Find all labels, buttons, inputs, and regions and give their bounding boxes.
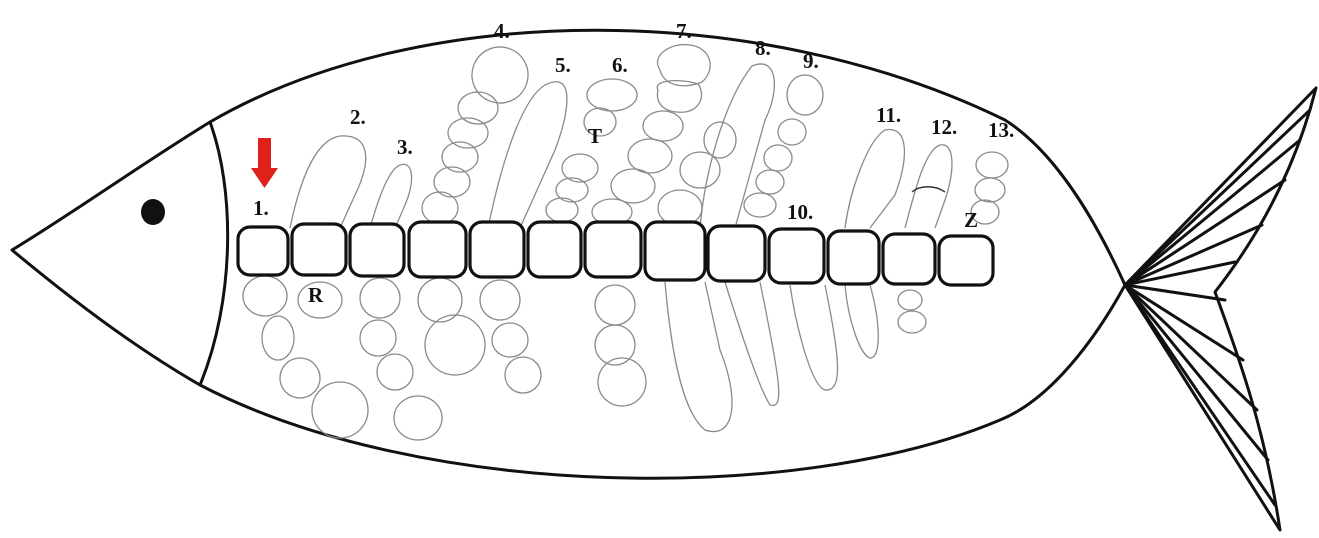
- vertebra-5: [470, 222, 524, 277]
- label-13: 13.: [988, 118, 1014, 142]
- vertebra-4: [409, 222, 466, 277]
- label-1: 1.: [253, 196, 269, 220]
- label-2: 2.: [350, 105, 366, 129]
- label-6: 6.: [612, 53, 628, 77]
- vertebra-13: [939, 236, 993, 285]
- label-r: R: [308, 283, 324, 307]
- dorsal-ray-columns: [290, 39, 1008, 228]
- tail-fin: [1125, 88, 1316, 530]
- vertebra-10: [769, 229, 824, 283]
- vertebra-6: [528, 222, 581, 277]
- label-11: 11.: [876, 103, 901, 127]
- label-10: 10.: [787, 200, 813, 224]
- label-t: T: [588, 124, 602, 148]
- vertebra-3: [350, 224, 404, 276]
- vertebral-column: [238, 222, 993, 285]
- label-3: 3.: [397, 135, 413, 159]
- vertebra-12: [883, 234, 935, 284]
- ventral-ray-columns: [243, 276, 926, 440]
- label-7: 7.: [676, 19, 692, 43]
- label-8: 8.: [755, 36, 771, 60]
- vertebra-2: [292, 224, 346, 275]
- vertebra-1: [238, 227, 288, 275]
- eye-icon: [141, 199, 165, 225]
- vertebra-7: [585, 222, 641, 277]
- gill-line: [200, 122, 228, 385]
- label-4: 4.: [494, 19, 510, 43]
- red-down-arrow-icon: [251, 138, 278, 188]
- vertebra-8: [645, 222, 705, 280]
- vertebra-9: [708, 226, 765, 281]
- label-12: 12.: [931, 115, 957, 139]
- label-z: Z: [964, 208, 978, 232]
- vertebra-11: [828, 231, 879, 284]
- label-5: 5.: [555, 53, 571, 77]
- label-9: 9.: [803, 49, 819, 73]
